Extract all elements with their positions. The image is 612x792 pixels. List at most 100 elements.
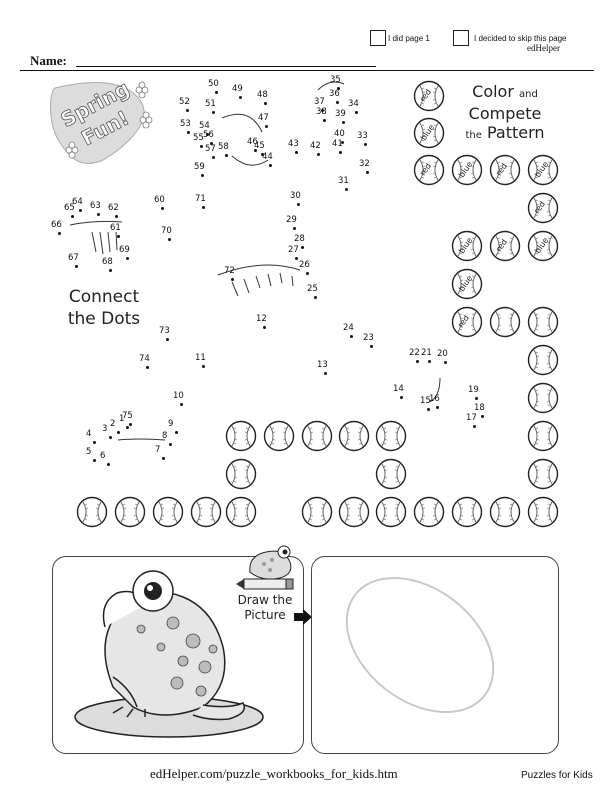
dot-74[interactable] <box>145 365 149 369</box>
dot-9[interactable] <box>174 430 178 434</box>
dot-68[interactable] <box>108 268 112 272</box>
did-page-checkbox[interactable] <box>370 30 386 46</box>
dot-48[interactable] <box>263 101 267 105</box>
baseball-icon[interactable] <box>489 306 521 338</box>
dot-20[interactable] <box>443 360 447 364</box>
dot-25[interactable] <box>313 295 317 299</box>
dot-51[interactable] <box>211 110 215 114</box>
dot-75[interactable] <box>128 422 132 426</box>
dot-64[interactable] <box>78 208 82 212</box>
dot-26[interactable] <box>305 271 309 275</box>
baseball-icon[interactable] <box>263 420 295 452</box>
dot-19[interactable] <box>474 396 478 400</box>
dot-18[interactable] <box>480 414 484 418</box>
dot-1[interactable] <box>125 425 129 429</box>
baseball-icon[interactable]: red <box>489 154 521 186</box>
dot-72[interactable] <box>230 277 234 281</box>
baseball-icon[interactable] <box>527 306 559 338</box>
baseball-icon[interactable] <box>527 420 559 452</box>
baseball-icon[interactable] <box>489 496 521 528</box>
dot-17[interactable] <box>472 424 476 428</box>
drawing-area-panel[interactable] <box>311 556 559 754</box>
name-line[interactable] <box>76 66 376 67</box>
dot-6[interactable] <box>106 462 110 466</box>
dot-37[interactable] <box>320 108 324 112</box>
dot-34[interactable] <box>354 110 358 114</box>
baseball-icon[interactable] <box>225 458 257 490</box>
baseball-icon[interactable]: red <box>489 230 521 262</box>
baseball-icon[interactable]: blue <box>527 230 559 262</box>
dot-8[interactable] <box>168 442 172 446</box>
dot-32[interactable] <box>365 170 369 174</box>
dot-70[interactable] <box>167 237 171 241</box>
dot-5[interactable] <box>92 458 96 462</box>
dot-10[interactable] <box>179 402 183 406</box>
dot-43[interactable] <box>294 150 298 154</box>
dot-67[interactable] <box>74 264 78 268</box>
dot-31[interactable] <box>344 187 348 191</box>
baseball-icon[interactable] <box>527 382 559 414</box>
dot-55[interactable] <box>199 144 203 148</box>
baseball-icon[interactable] <box>152 496 184 528</box>
baseball-icon[interactable]: blue <box>451 268 483 300</box>
dot-50[interactable] <box>214 90 218 94</box>
skip-page-checkbox[interactable] <box>453 30 469 46</box>
dot-22[interactable] <box>415 359 419 363</box>
dot-11[interactable] <box>201 364 205 368</box>
baseball-icon[interactable] <box>375 496 407 528</box>
baseball-icon[interactable]: blue <box>527 154 559 186</box>
baseball-icon[interactable] <box>375 458 407 490</box>
dot-65[interactable] <box>70 214 74 218</box>
dot-58[interactable] <box>224 153 228 157</box>
dot-33[interactable] <box>363 142 367 146</box>
dot-23[interactable] <box>369 344 373 348</box>
dot-53[interactable] <box>186 130 190 134</box>
dot-36[interactable] <box>335 100 339 104</box>
baseball-icon[interactable]: red <box>527 192 559 224</box>
baseball-icon[interactable] <box>527 344 559 376</box>
baseball-icon[interactable]: blue <box>451 230 483 262</box>
dot-2[interactable] <box>116 430 120 434</box>
baseball-icon[interactable] <box>527 496 559 528</box>
baseball-icon[interactable] <box>375 420 407 452</box>
baseball-icon[interactable]: red <box>413 154 445 186</box>
baseball-icon[interactable]: blue <box>451 154 483 186</box>
dot-40[interactable] <box>340 140 344 144</box>
dot-30[interactable] <box>296 202 300 206</box>
dot-66[interactable] <box>57 231 61 235</box>
baseball-icon[interactable] <box>76 496 108 528</box>
dot-47[interactable] <box>264 124 268 128</box>
dot-54[interactable] <box>205 132 209 136</box>
dot-45[interactable] <box>260 152 264 156</box>
dot-71[interactable] <box>201 205 205 209</box>
baseball-icon[interactable] <box>301 420 333 452</box>
dot-3[interactable] <box>108 435 112 439</box>
baseball-icon[interactable]: red <box>451 306 483 338</box>
dot-39[interactable] <box>341 120 345 124</box>
dot-24[interactable] <box>349 334 353 338</box>
baseball-icon[interactable] <box>451 496 483 528</box>
dot-59[interactable] <box>200 173 204 177</box>
baseball-icon[interactable] <box>225 420 257 452</box>
dot-57[interactable] <box>211 155 215 159</box>
dot-21[interactable] <box>427 359 431 363</box>
baseball-icon[interactable] <box>527 458 559 490</box>
dot-29[interactable] <box>292 226 296 230</box>
baseball-icon[interactable] <box>338 496 370 528</box>
baseball-icon[interactable] <box>225 496 257 528</box>
dot-4[interactable] <box>92 440 96 444</box>
dot-69[interactable] <box>125 256 129 260</box>
dot-16[interactable] <box>435 405 439 409</box>
dot-14[interactable] <box>399 395 403 399</box>
baseball-icon[interactable]: blue <box>413 117 445 149</box>
dot-42[interactable] <box>316 152 320 156</box>
dot-13[interactable] <box>323 371 327 375</box>
dot-46[interactable] <box>253 148 257 152</box>
baseball-icon[interactable] <box>190 496 222 528</box>
dot-63[interactable] <box>96 212 100 216</box>
dot-73[interactable] <box>165 337 169 341</box>
dot-49[interactable] <box>238 95 242 99</box>
dot-38[interactable] <box>322 118 326 122</box>
dot-28[interactable] <box>300 245 304 249</box>
dot-27[interactable] <box>294 256 298 260</box>
